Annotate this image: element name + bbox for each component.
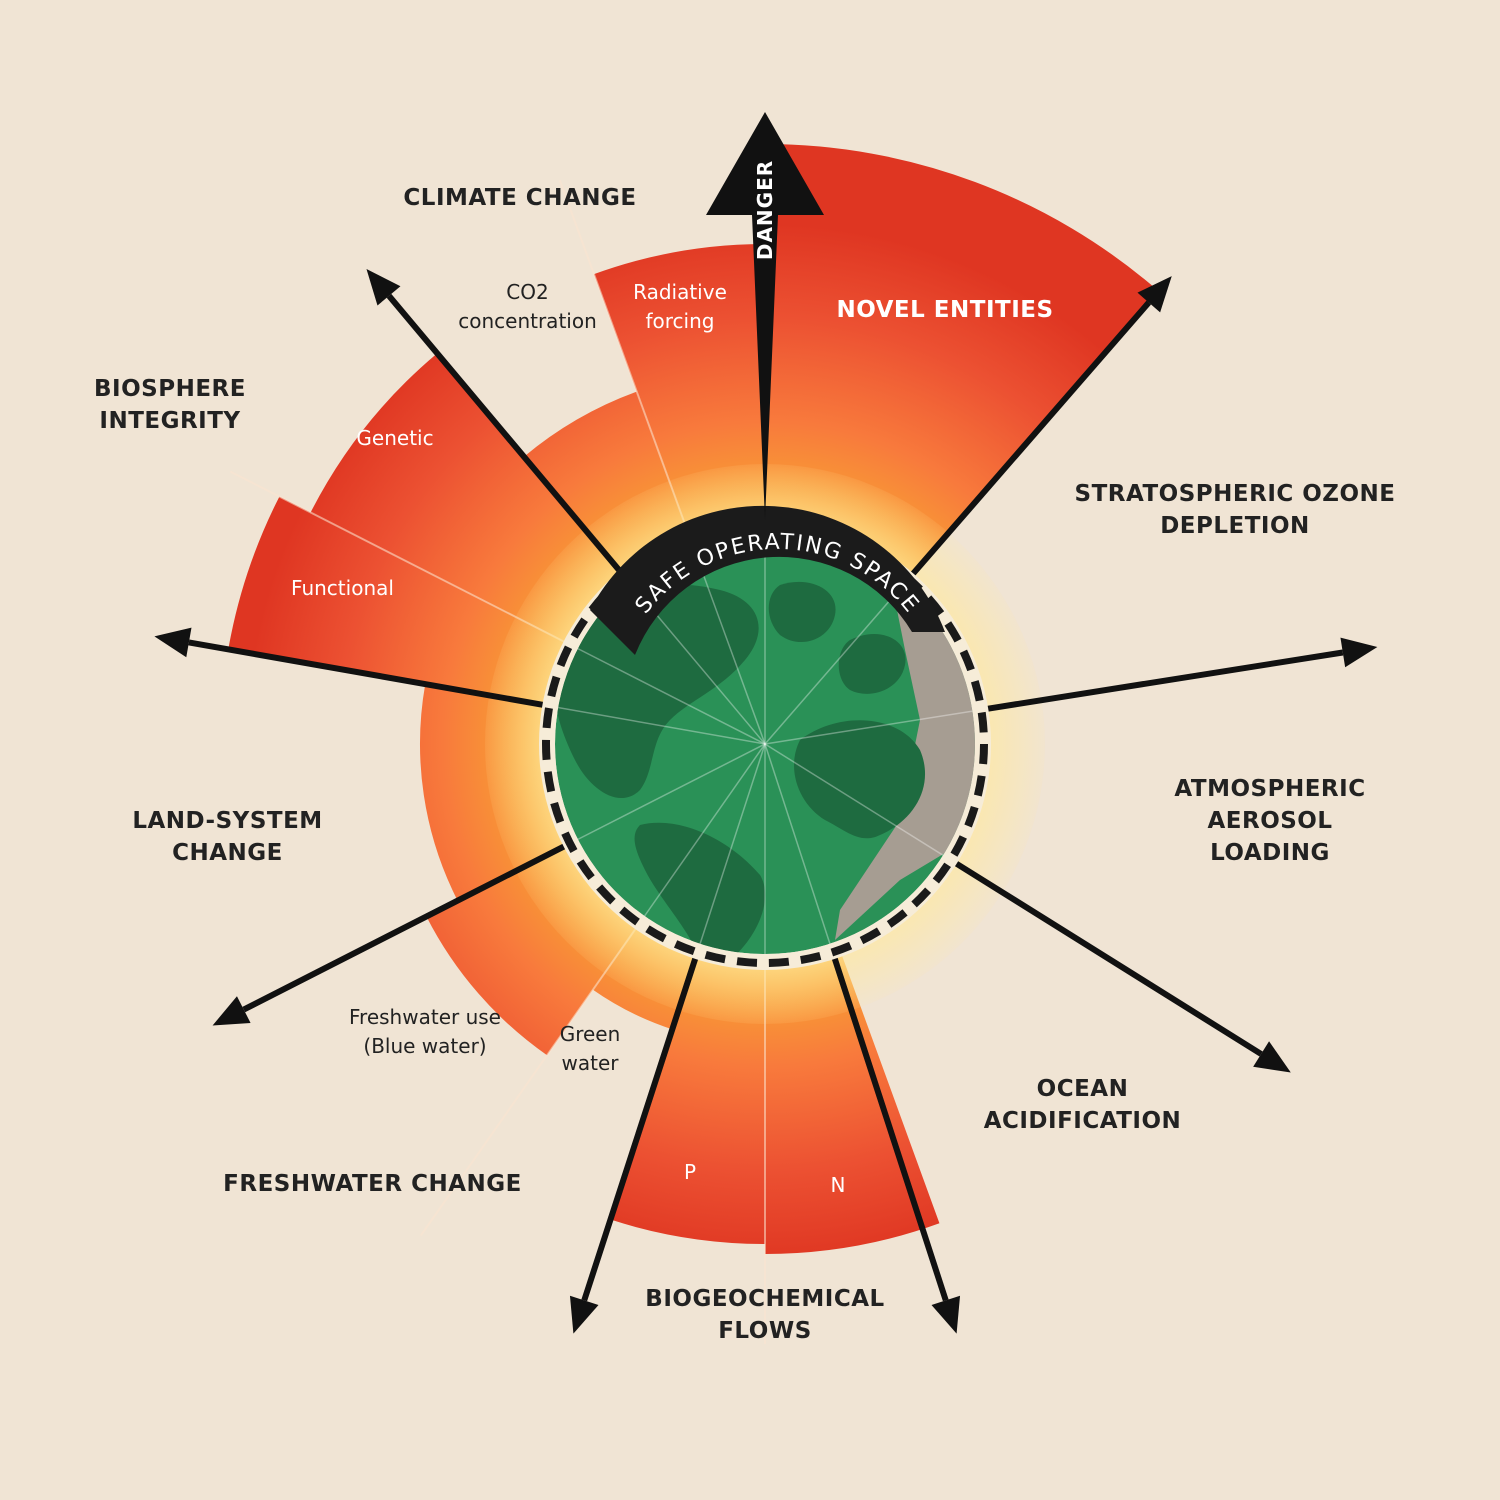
label-co2-concentration: CO2 concentration bbox=[458, 280, 597, 333]
label-blue-water: Freshwater use (Blue water) bbox=[349, 1005, 501, 1058]
segment-biosphere-functional bbox=[228, 496, 568, 706]
globe-line-7 bbox=[641, 743, 766, 921]
label-biogeochemical-flows: BIOGEOCHEMICAL FLOWS bbox=[645, 1286, 885, 1344]
globe-land-africa bbox=[794, 720, 926, 839]
boundary-segments bbox=[173, 144, 1159, 1344]
label-ocean-acidification: OCEAN ACIDIFICATION bbox=[983, 1076, 1182, 1134]
segment-biosphere-genetic bbox=[310, 353, 623, 644]
danger-arrow bbox=[706, 112, 824, 520]
spoke-line-5 bbox=[954, 860, 1263, 1057]
spoke-line-6 bbox=[986, 649, 1344, 712]
globe-line-1 bbox=[764, 581, 907, 745]
label-land-system-change: LAND-SYSTEM CHANGE bbox=[132, 808, 323, 866]
globe-land-south-america bbox=[634, 822, 766, 954]
label-stratospheric-ozone: STRATOSPHERIC OZONE DEPLETION bbox=[1074, 481, 1396, 539]
segment-novel-entities bbox=[765, 144, 1159, 577]
globe-line-6 bbox=[697, 743, 766, 949]
spoke-arrowhead-2 bbox=[212, 996, 251, 1026]
spoke-line-0 bbox=[386, 293, 623, 574]
globe-line-3 bbox=[764, 743, 948, 859]
spoke-arrowhead-5 bbox=[1253, 1041, 1291, 1073]
globe-land-greenland bbox=[768, 581, 836, 643]
label-phosphorus: P bbox=[683, 1160, 697, 1184]
spoke-arrowhead-3 bbox=[569, 1295, 599, 1334]
globe-line-8 bbox=[573, 743, 766, 843]
label-novel-entities: NOVEL ENTITIES bbox=[836, 297, 1054, 323]
segment-phosphorus bbox=[610, 955, 765, 1244]
spoke-line-7 bbox=[910, 300, 1152, 577]
label-radiative-forcing: Radiative forcing bbox=[633, 280, 727, 333]
label-functional: Functional bbox=[291, 576, 394, 600]
spoke-arrowhead-0 bbox=[366, 269, 401, 306]
segment-divider-2 bbox=[229, 470, 568, 645]
segment-divider-0 bbox=[558, 179, 691, 536]
label-green-water: Green water bbox=[559, 1022, 621, 1075]
label-atmospheric-aerosol: ATMOSPHERIC AEROSOL LOADING bbox=[1174, 776, 1366, 866]
label-genetic: Genetic bbox=[356, 426, 434, 450]
danger-label: DANGER bbox=[753, 160, 777, 260]
safe-space-banner bbox=[590, 505, 945, 655]
segment-nitrogen bbox=[765, 952, 940, 1254]
spoke-line-2 bbox=[242, 843, 566, 1013]
spoke-arrowhead-4 bbox=[931, 1295, 961, 1334]
spoke-arrowhead-1 bbox=[154, 627, 192, 658]
spoke-arrowhead-6 bbox=[1340, 637, 1378, 668]
label-freshwater-change: FRESHWATER CHANGE bbox=[223, 1171, 522, 1197]
globe-line-2 bbox=[764, 709, 975, 745]
label-biosphere-integrity: BIOSPHERE INTEGRITY bbox=[94, 376, 246, 434]
globe-land-north-america bbox=[555, 584, 759, 799]
globe-line-10 bbox=[573, 645, 766, 745]
label-nitrogen: N bbox=[830, 1173, 846, 1197]
segment-divider-5 bbox=[420, 925, 639, 1237]
boundary-spokes bbox=[154, 269, 1378, 1334]
segment-radiative-forcing bbox=[593, 244, 765, 536]
globe-line-9 bbox=[555, 705, 766, 745]
globe-land-europe bbox=[838, 634, 906, 694]
spoke-line-3 bbox=[581, 957, 699, 1302]
globe-line-4 bbox=[764, 743, 833, 949]
globe bbox=[555, 534, 975, 954]
spoke-line-1 bbox=[188, 639, 544, 708]
spoke-line-4 bbox=[831, 957, 949, 1302]
spoke-arrowhead-7 bbox=[1137, 276, 1172, 313]
label-climate-change: CLIMATE CHANGE bbox=[403, 185, 637, 211]
